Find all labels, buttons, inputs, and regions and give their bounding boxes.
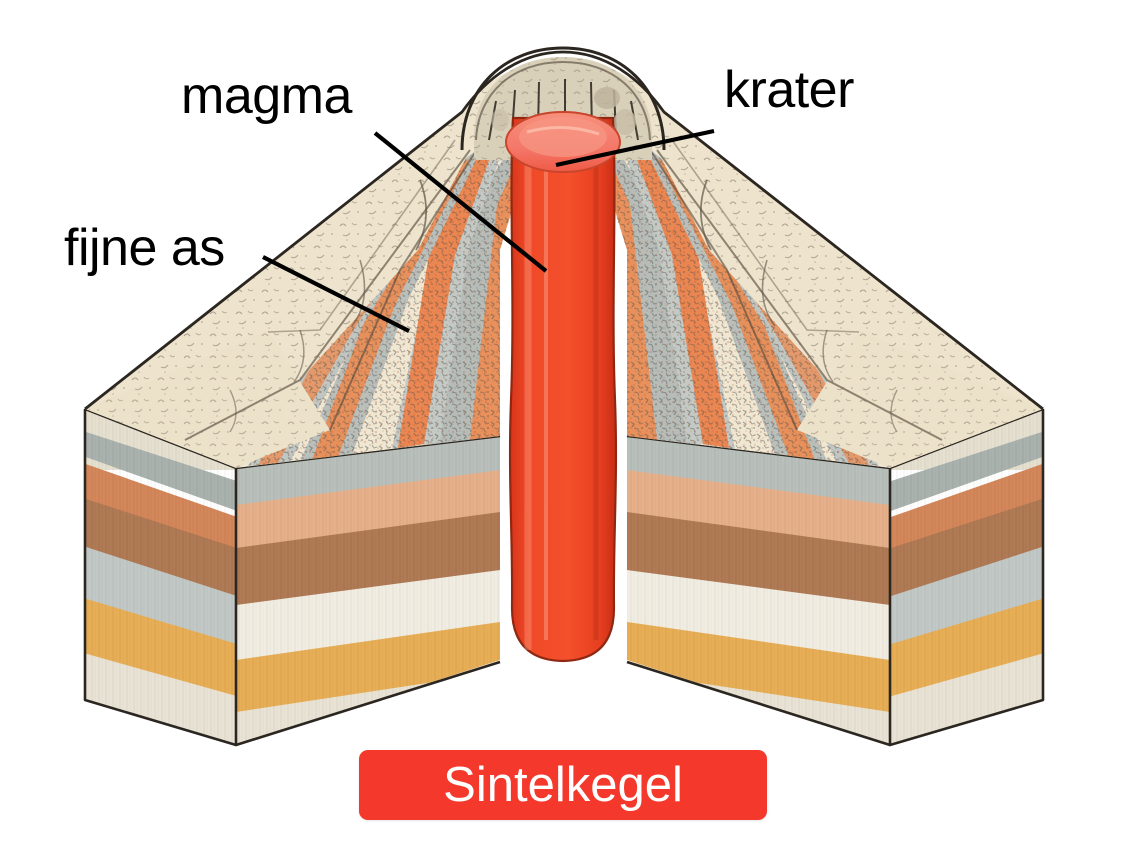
magma-conduit (505, 111, 621, 663)
leader-lines (262, 128, 715, 333)
leader-line-fijne-as (262, 255, 410, 333)
caption-banner: Sintelkegel (359, 750, 767, 820)
leader-line-krater (555, 128, 715, 168)
cinder-cone (84, 50, 1044, 468)
caption-text: Sintelkegel (443, 757, 683, 812)
leader-line-magma (373, 131, 548, 273)
label-magma: magma (181, 67, 352, 125)
label-krater: krater (724, 61, 854, 119)
label-fijne-as: fijne as (64, 219, 225, 277)
